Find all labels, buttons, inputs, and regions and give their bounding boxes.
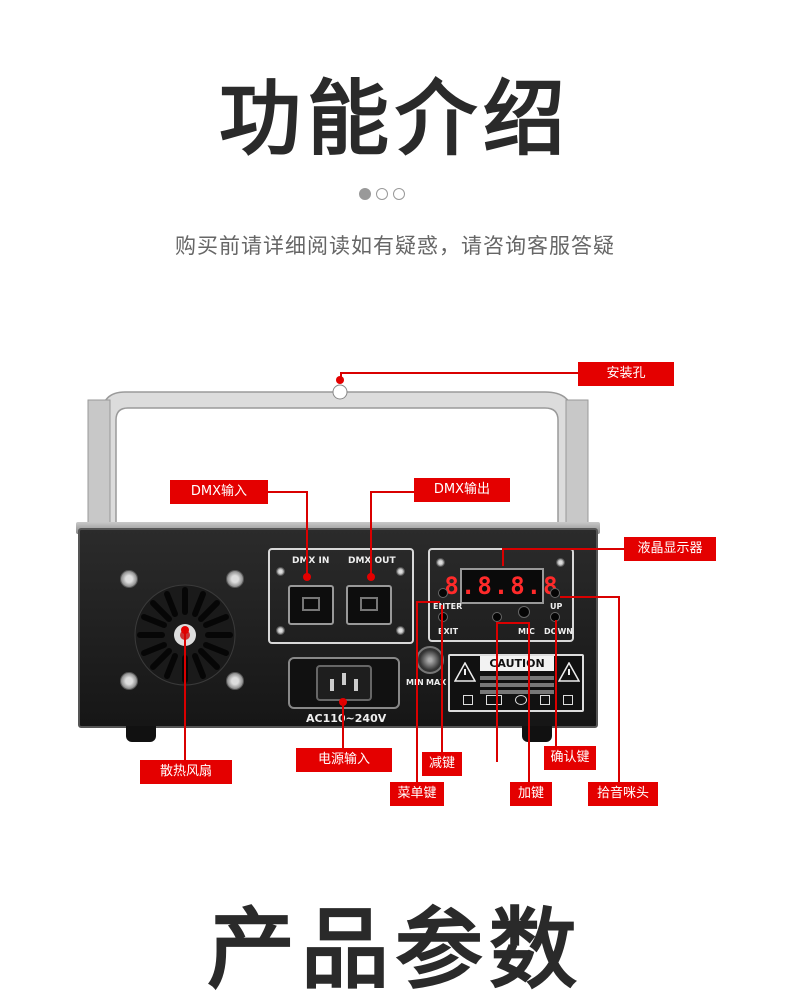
carousel-dot[interactable] xyxy=(393,188,405,200)
page-title: 功能介绍 xyxy=(218,72,571,167)
sensitivity-knob[interactable] xyxy=(416,646,444,674)
enter-button-label: ENTER xyxy=(433,602,463,611)
screw-icon xyxy=(276,567,285,576)
dmx-out-port[interactable] xyxy=(346,585,392,625)
carousel-dot-active[interactable] xyxy=(359,188,371,200)
callout-dmx-in: DMX输入 xyxy=(170,480,268,504)
screw-icon xyxy=(396,567,405,576)
up-button-label: UP xyxy=(550,602,563,611)
lcd-display: 8.8.8.8 xyxy=(444,568,558,604)
screw-icon xyxy=(396,626,405,635)
screw-icon xyxy=(120,672,138,690)
power-rating-label: AC110~240V xyxy=(306,712,387,725)
screw-icon xyxy=(276,626,285,635)
mounting-hole-marker xyxy=(336,376,344,384)
callout-power-input: 电源输入 xyxy=(296,748,392,772)
callout-mic-pickup: 拾音咪头 xyxy=(588,782,658,806)
rubber-foot xyxy=(522,726,552,742)
callout-confirm-key: 确认键 xyxy=(544,746,596,770)
page-subtitle: 购买前请详细阅读如有疑惑，请咨询客服答疑 xyxy=(175,234,615,258)
dmx-in-label: DMX IN xyxy=(292,556,330,566)
carousel-indicator xyxy=(359,188,405,200)
warning-icon xyxy=(454,662,476,682)
screw-icon xyxy=(436,558,445,567)
section-title: 产品参数 xyxy=(206,898,583,1000)
screw-icon xyxy=(226,672,244,690)
callout-cooling-fan: 散热风扇 xyxy=(140,760,232,784)
screw-icon xyxy=(226,570,244,588)
plus-button[interactable] xyxy=(492,612,502,622)
callout-dmx-out: DMX输出 xyxy=(414,478,510,502)
dmx-in-port[interactable] xyxy=(288,585,334,625)
warning-icon xyxy=(558,662,580,682)
callout-mounting-hole: 安装孔 xyxy=(578,362,674,386)
exit-button-label: EXIT xyxy=(438,627,459,636)
caution-title: CAUTION xyxy=(480,656,554,671)
mounting-bracket xyxy=(87,384,589,531)
mic-label: MIC xyxy=(518,627,535,636)
power-socket[interactable] xyxy=(288,657,400,709)
control-panel xyxy=(428,548,574,642)
down-button-label: DOWN xyxy=(544,627,573,636)
enter-button[interactable] xyxy=(438,588,448,598)
callout-menu-key: 菜单键 xyxy=(390,782,444,806)
screw-icon xyxy=(120,570,138,588)
caution-label: CAUTION xyxy=(448,654,584,712)
knob-max-label: MAX xyxy=(426,678,447,687)
callout-minus-key: 减键 xyxy=(422,752,462,776)
rubber-foot xyxy=(126,726,156,742)
callout-lcd-display: 液晶显示器 xyxy=(624,537,716,561)
up-button[interactable] xyxy=(550,588,560,598)
carousel-dot[interactable] xyxy=(376,188,388,200)
callout-plus-key: 加键 xyxy=(510,782,552,806)
knob-min-label: MIN xyxy=(406,678,424,687)
screw-icon xyxy=(556,558,565,567)
dmx-panel xyxy=(268,548,414,644)
exit-button[interactable] xyxy=(438,612,448,622)
mic-hole xyxy=(518,606,530,618)
